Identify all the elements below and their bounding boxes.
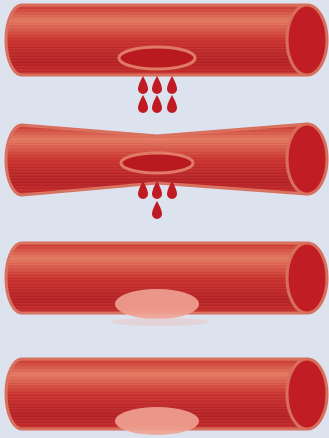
healed-patch: [115, 407, 199, 435]
blood-drop: [167, 95, 177, 113]
vessel-constricted: [6, 124, 327, 219]
clot-shadow: [110, 318, 210, 326]
vessel-end-opening: [287, 124, 327, 194]
wound-opening: [119, 47, 195, 69]
vessel-end-opening: [287, 359, 327, 429]
clot-patch: [115, 289, 199, 319]
blood-drop: [138, 95, 148, 113]
blood-drop: [167, 76, 177, 94]
blood-drop: [152, 201, 162, 219]
blood-drop: [152, 76, 162, 94]
wound-opening: [121, 153, 193, 173]
vessel-injured-bleeding: [6, 5, 327, 113]
blood-drop: [138, 76, 148, 94]
vessel-end-opening: [287, 5, 327, 75]
blood-drops: [138, 181, 177, 219]
vessel-clot-formed: [6, 243, 327, 326]
vessel-healed: [6, 359, 327, 435]
blood-drop: [152, 95, 162, 113]
vessel-end-opening: [287, 243, 327, 313]
blood-drops: [138, 76, 177, 113]
